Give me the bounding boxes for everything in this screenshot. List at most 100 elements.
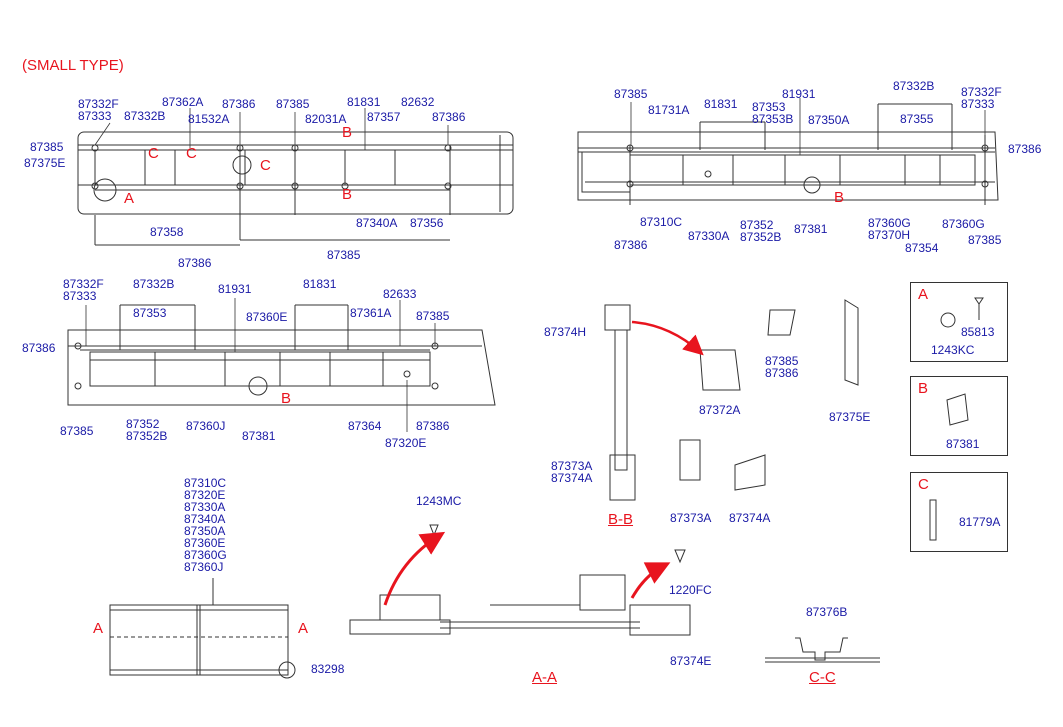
view1-label: 87386 [178, 256, 212, 270]
glass-part: 87360E [184, 536, 226, 550]
diagram-title: (SMALL TYPE) [22, 57, 124, 74]
view2-label: 87330A [688, 229, 730, 243]
aa-arrow-left [383, 531, 446, 606]
ref-letter-b: B [281, 390, 292, 407]
cc-section-drawing [765, 637, 880, 663]
view1-label: 81831 [347, 95, 381, 109]
aa-part: 1243MC [416, 494, 462, 508]
view3-label: 87320E [385, 436, 427, 450]
section-label-aa: A-A [532, 669, 558, 686]
section-label-cc: C-C [809, 669, 836, 686]
view3-label: 87385 [416, 309, 450, 323]
aa-part: 87374E [670, 654, 712, 668]
view1-label: 87362A [162, 95, 204, 109]
view2-label: 81931 [782, 87, 816, 101]
glass-part: 87360G [184, 548, 227, 562]
aa-section-drawing [349, 524, 691, 636]
view3-label: 87360J [186, 419, 226, 433]
view1-window-frame [77, 131, 514, 246]
view3-label: 87352B [126, 429, 168, 443]
view2-label: 87353B [752, 112, 794, 126]
view2-window-frame [577, 103, 999, 205]
view1-label: 87386 [432, 110, 466, 124]
view1-label: 87385 [327, 248, 361, 262]
view2-label: 87381 [794, 222, 828, 236]
view3-label: 87332B [133, 277, 175, 291]
view1-label: 87386 [222, 97, 256, 111]
glass-part: 87320E [184, 488, 226, 502]
view1-label: 81532A [188, 112, 230, 126]
view3-label: 87353 [133, 306, 167, 320]
view2-label: 87385 [968, 233, 1002, 247]
view2-label: 87360G [868, 216, 911, 230]
glass-clip-label: 83298 [311, 662, 345, 676]
view2-label: 87332B [893, 79, 935, 93]
view2-label: 87333 [961, 97, 995, 111]
detail-b-part: 87381 [946, 437, 980, 451]
detail-box-c: C 81779A [910, 472, 1008, 552]
detail-a-letter: A [918, 286, 929, 303]
view2-label: 87352B [740, 230, 782, 244]
view2-label: 87310C [640, 215, 683, 229]
ref-letter-b: B [834, 189, 845, 206]
view1-label: 87357 [367, 110, 401, 124]
ref-letter-c: C [186, 145, 197, 162]
view1-label: 87332F [78, 97, 119, 111]
view1-label: 87340A [356, 216, 398, 230]
ref-letter-b: B [342, 124, 353, 141]
bb-part: 87374H [544, 325, 587, 339]
glass-part: 87340A [184, 512, 226, 526]
view3-label: 87364 [348, 419, 382, 433]
view2-label: 81731A [648, 103, 690, 117]
aa-part: 1220FC [669, 583, 712, 597]
bb-part: 87386 [765, 366, 799, 380]
view1-label: 87385 [30, 140, 64, 154]
bb-part: 87373A [670, 511, 712, 525]
bb-part: 87375E [829, 410, 871, 424]
view3-label: 82633 [383, 287, 417, 301]
detail-c-letter: C [918, 476, 929, 493]
leader-lines [85, 98, 986, 432]
detail-a-screw: 85813 [961, 325, 995, 339]
view3-label: 81831 [303, 277, 337, 291]
view2-label: 87354 [905, 241, 939, 255]
view2-label: 87352 [740, 218, 774, 232]
detail-box-b: B 87381 [910, 376, 1008, 456]
glass-part: 87310C [184, 476, 227, 490]
view2-label: 87360G [942, 217, 985, 231]
view2-label: 87350A [808, 113, 850, 127]
view1-label: 87385 [276, 97, 310, 111]
view2-label: 87355 [900, 112, 934, 126]
glass-part: 87350A [184, 524, 226, 538]
view3-label: 87385 [60, 424, 94, 438]
detail-drawings [929, 297, 984, 541]
bb-part: 87373A [551, 459, 593, 473]
bb-part: 87385 [765, 354, 799, 368]
detail-box-a: A 85813 1243KC [910, 282, 1008, 362]
view1-label: 87356 [410, 216, 444, 230]
bb-section-drawing [604, 299, 859, 501]
view2-label: 81831 [704, 97, 738, 111]
view1-label: 87358 [150, 225, 184, 239]
view3-label: 87381 [242, 429, 276, 443]
glass-part: 87330A [184, 500, 226, 514]
ref-letter-c: C [260, 157, 271, 174]
view2-label: 87385 [614, 87, 648, 101]
sliding-glass-drawing [109, 578, 296, 679]
detail-b-letter: B [918, 380, 929, 397]
section-label-bb: B-B [608, 511, 634, 528]
view3-label: 87360E [246, 310, 288, 324]
ref-letter-a: A [124, 190, 135, 207]
view3-label: 87386 [22, 341, 56, 355]
aa-arrow-right [630, 562, 671, 599]
view3-window-frame [67, 304, 496, 406]
glass-part: 87360J [184, 560, 224, 574]
view3-label: 81931 [218, 282, 252, 296]
view2-label: 87386 [1008, 142, 1042, 156]
view3-label: 87386 [416, 419, 450, 433]
view1-label: 87375E [24, 156, 66, 170]
bb-part: 87374A [551, 471, 593, 485]
ref-letter-a: A [298, 620, 309, 637]
view3-label: 87332F [63, 277, 104, 291]
